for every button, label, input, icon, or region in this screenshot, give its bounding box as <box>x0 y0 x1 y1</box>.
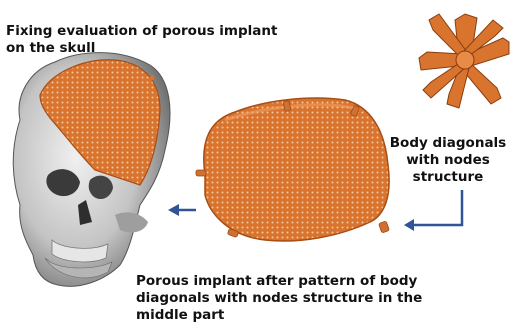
arrow-head <box>168 204 179 216</box>
fixing-tab <box>196 170 206 176</box>
unit-cell-structure <box>419 14 509 108</box>
skull-with-implant <box>13 53 170 287</box>
skull-cheek <box>115 212 148 232</box>
fixing-tab <box>379 221 390 233</box>
implant-shell <box>204 98 389 241</box>
caption-line: middle part <box>136 307 436 324</box>
caption-fixing-evaluation: Fixing evaluation of porous implant on t… <box>6 23 306 57</box>
node <box>456 51 474 69</box>
caption-line: Fixing evaluation of porous implant <box>6 23 306 40</box>
caption-line: with nodes <box>384 152 512 169</box>
caption-line: Body diagonals <box>384 135 512 152</box>
arrow-head <box>404 219 414 231</box>
caption-line: Porous implant after pattern of body <box>136 273 436 290</box>
caption-line: on the skull <box>6 40 306 57</box>
caption-unit-cell: Body diagonals with nodes structure <box>384 135 512 186</box>
porous-implant <box>196 98 389 241</box>
caption-porous-implant: Porous implant after pattern of body dia… <box>136 273 436 324</box>
fixing-tab <box>283 101 291 112</box>
caption-line: diagonals with nodes structure in the <box>136 290 436 307</box>
implant-tab <box>150 76 155 81</box>
implant-tab <box>43 98 48 103</box>
arrow-left <box>168 204 196 216</box>
arrow-right-bracket <box>404 190 462 231</box>
caption-line: structure <box>384 169 512 186</box>
